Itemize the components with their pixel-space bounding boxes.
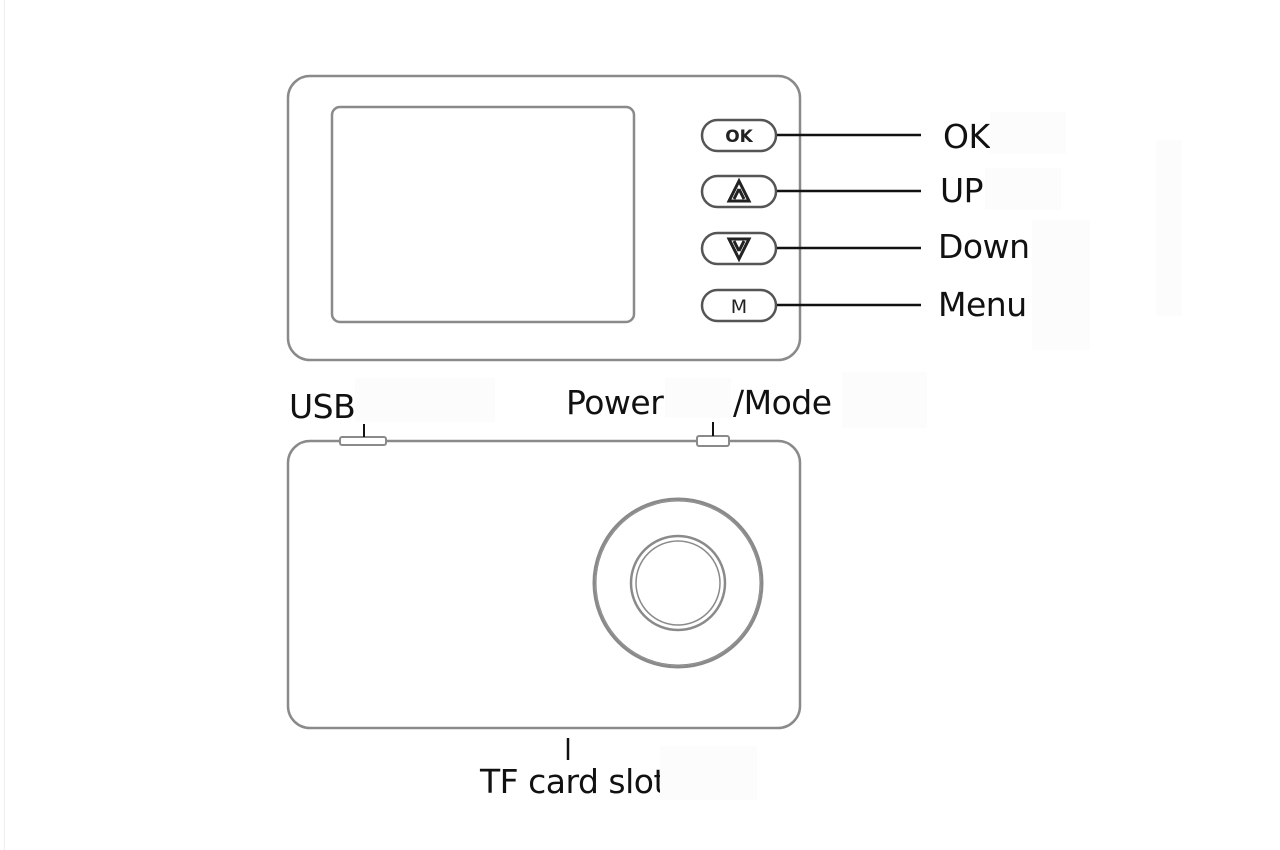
erase-patch xyxy=(985,168,1061,210)
erase-patch xyxy=(355,378,495,422)
lens-inner-ring xyxy=(595,500,761,666)
erase-patch xyxy=(1156,140,1182,316)
down-arrow-icon xyxy=(726,237,752,263)
menu-button[interactable]: M xyxy=(700,288,778,323)
usb-port[interactable] xyxy=(339,436,387,446)
down-callout-label: Down xyxy=(938,227,1030,266)
lens-glass-inner xyxy=(635,540,721,626)
camera-back-view xyxy=(286,422,802,760)
erase-patch xyxy=(1032,220,1090,350)
camera-front-view: OK M xyxy=(286,74,921,362)
erase-patch xyxy=(990,112,1066,154)
usb-port-label: USB xyxy=(289,387,356,426)
page-edge-rule xyxy=(4,0,5,850)
up-arrow-icon xyxy=(726,177,752,203)
erase-patch xyxy=(842,372,927,428)
power-mode-button[interactable] xyxy=(696,435,730,447)
menu-button-face-label: M xyxy=(731,296,747,318)
down-button[interactable] xyxy=(700,231,778,266)
tf-card-slot-label: TF card slot xyxy=(480,762,666,801)
ok-button[interactable]: OK xyxy=(700,118,778,153)
power-button-label: Power xyxy=(566,383,664,422)
ok-button-face-label: OK xyxy=(725,127,753,147)
menu-callout-label: Menu xyxy=(938,285,1027,324)
up-button[interactable] xyxy=(700,174,778,209)
erase-patch xyxy=(665,378,731,418)
mode-button-label: /Mode xyxy=(733,383,832,422)
lcd-screen xyxy=(330,105,636,324)
ok-callout-label: OK xyxy=(943,117,990,156)
up-callout-label: UP xyxy=(940,171,984,210)
lens-glass xyxy=(629,534,727,632)
erase-patch xyxy=(660,746,757,800)
